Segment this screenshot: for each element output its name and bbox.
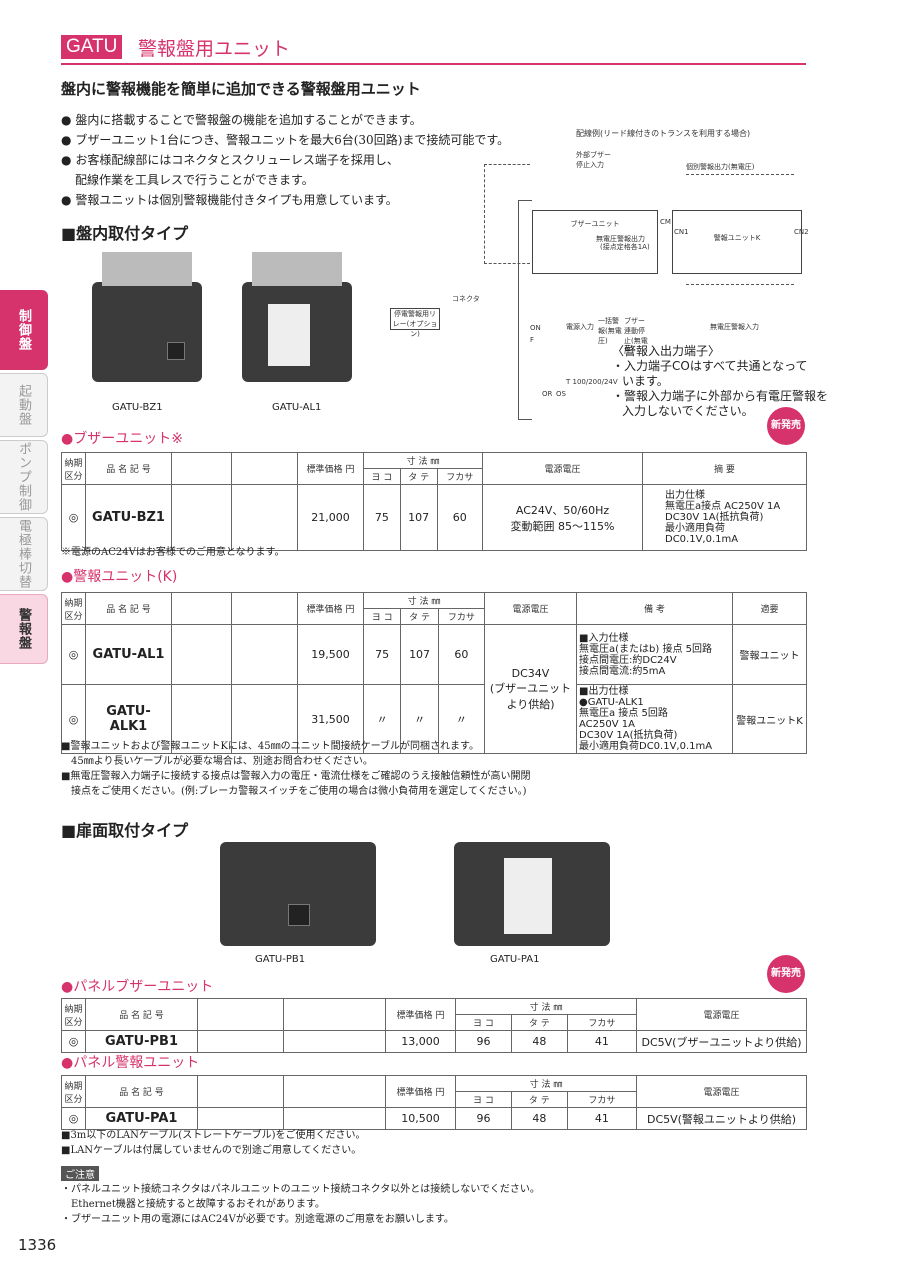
th-name: 品 名 記 号 (85, 452, 172, 485)
panel-alarm-label: ●パネル警報ユニット (61, 1055, 200, 1071)
lan-notes: ■3m以下のLANケーブル(ストレートケーブル)をご使用ください。■LANケーブ… (61, 1130, 366, 1156)
diagram-wire (686, 174, 794, 204)
alarm-unit-label: ●警報ユニット(K) (61, 569, 178, 585)
diagram-connector: コネクタ (452, 295, 480, 303)
diagram-no-voltage-out: 無電圧警報出力 (596, 235, 645, 243)
diagram-wire (518, 200, 532, 420)
diagram-outage-relay: 停電警報用リレー(オプション) (390, 308, 440, 338)
page-number: 1336 (18, 1236, 57, 1254)
bz1-device-image (92, 252, 202, 382)
alarm-terminal-note: 〈警報入出力端子〉・入力端子COはすべて共通となっています。・警報入力端子に外部… (612, 344, 829, 418)
diagram-cn2: CN2 (794, 228, 809, 236)
diagram-trans: T 100/200/24V (566, 378, 618, 386)
caution-label: ご注意 (61, 1166, 99, 1181)
th-price: 標準価格 円 (297, 452, 364, 485)
bullet-list: ● 盤内に搭載することで警報盤の機能を追加することができます。 ● ブザーユニッ… (61, 110, 509, 210)
wiring-diagram: 配線例(リード線付きのトランスを利用する場合) 外部ブザー停止入力 個別警報出力… (390, 124, 810, 424)
th-d: フカサ (436, 468, 484, 485)
title-rule (61, 63, 806, 65)
bullet-item: 配線作業を工具レスで行うことができます。 (75, 173, 314, 187)
diagram-buzzer-stop: ブザー連動停止(無電圧) (624, 317, 648, 355)
diagram-title: 配線例(リード線付きのトランスを利用する場合) (576, 129, 751, 138)
diagram-rating: (接点定格各1A) (600, 243, 650, 251)
bullet-item: ● ブザーユニット1台につき、警報ユニットを最大6台(30回路)まで接続可能です… (61, 133, 510, 147)
alarm-notes: ■警報ユニットおよび警報ユニットKには、45㎜のユニット間接続ケーブルが同梱され… (61, 741, 531, 797)
th-h: タ テ (399, 468, 438, 485)
th-w: ヨ コ (363, 468, 401, 485)
diagram-os: OS (556, 390, 566, 398)
new-badge: 新発売 (767, 407, 805, 445)
al1-caption: GATU-AL1 (272, 402, 322, 413)
diagram-buzzer-input-label: 外部ブザー停止入力 (576, 151, 611, 169)
diagram-alarm-in: 無電圧警報入力 (710, 323, 759, 331)
panel-buzzer-label: ●パネルブザーユニット (61, 979, 214, 995)
sidebar-tab-start[interactable]: 起動盤 (0, 373, 48, 437)
th-power: 電源電圧 (482, 452, 643, 485)
pa1-caption: GATU-PA1 (490, 954, 540, 965)
th-dim: 寸 法 ㎜ (363, 452, 483, 469)
bullet-item: ● お客様配線部にはコネクタとスクリューレス端子を採用し、 (61, 153, 399, 167)
diagram-alarm-unit-box: 警報ユニットK (672, 210, 802, 274)
pb1-caption: GATU-PB1 (255, 954, 306, 965)
diagram-batch: 一括警報(無電圧) (598, 317, 622, 345)
page-title: 警報盤用ユニット (138, 38, 291, 60)
new-badge: 新発売 (767, 955, 805, 993)
diagram-power-in: 電源入力 (566, 323, 594, 331)
section-door: ■扉面取付タイプ (61, 821, 189, 840)
diagram-on: ON (530, 324, 541, 332)
bz1-caption: GATU-BZ1 (112, 402, 163, 413)
subtitle: 盤内に警報機能を簡単に追加できる警報盤用ユニット (61, 80, 421, 98)
diagram-cn1: CN1 (674, 228, 689, 236)
sidebar-tab-alarm[interactable]: 警報盤 (0, 594, 48, 664)
al1-device-image (242, 252, 352, 382)
sidebar-tab-electrode[interactable]: 電極棒切替盤 (0, 517, 48, 591)
pa1-device-image (454, 842, 610, 946)
sidebar-tab-control[interactable]: 制御盤 (0, 290, 48, 370)
diagram-individual-out-label: 個別警報出力(無電圧) (686, 163, 755, 171)
th-remark: 摘 要 (642, 452, 807, 485)
buzzer-note: ※電源のAC24Vはお客様でのご用意となります。 (61, 547, 285, 558)
pb1-device-image (220, 842, 376, 946)
diagram-wire (484, 164, 530, 264)
buzzer-unit-label: ●ブザーユニット※ (61, 431, 183, 447)
diagram-f: F (530, 336, 535, 344)
caution-notes: ・パネルユニット接続コネクタはパネルユニットのユニット接続コネクタ以外とは接続し… (61, 1184, 540, 1225)
section-panel-in: ■盤内取付タイプ (61, 224, 189, 243)
diagram-or: OR (542, 390, 553, 398)
bullet-item: ● 警報ユニットは個別警報機能付きタイプも用意しています。 (61, 193, 398, 207)
th-delivery: 納期区分 (61, 452, 86, 485)
sidebar-tab-pump[interactable]: ポンプ制御盤 (0, 440, 48, 514)
diagram-cm: CM (660, 218, 671, 226)
series-code: GATU (61, 35, 123, 59)
diagram-buzzer-unit-box: ブザーユニット (532, 210, 658, 274)
diagram-wire (686, 284, 794, 314)
bullet-item: ● 盤内に搭載することで警報盤の機能を追加することができます。 (61, 113, 422, 127)
